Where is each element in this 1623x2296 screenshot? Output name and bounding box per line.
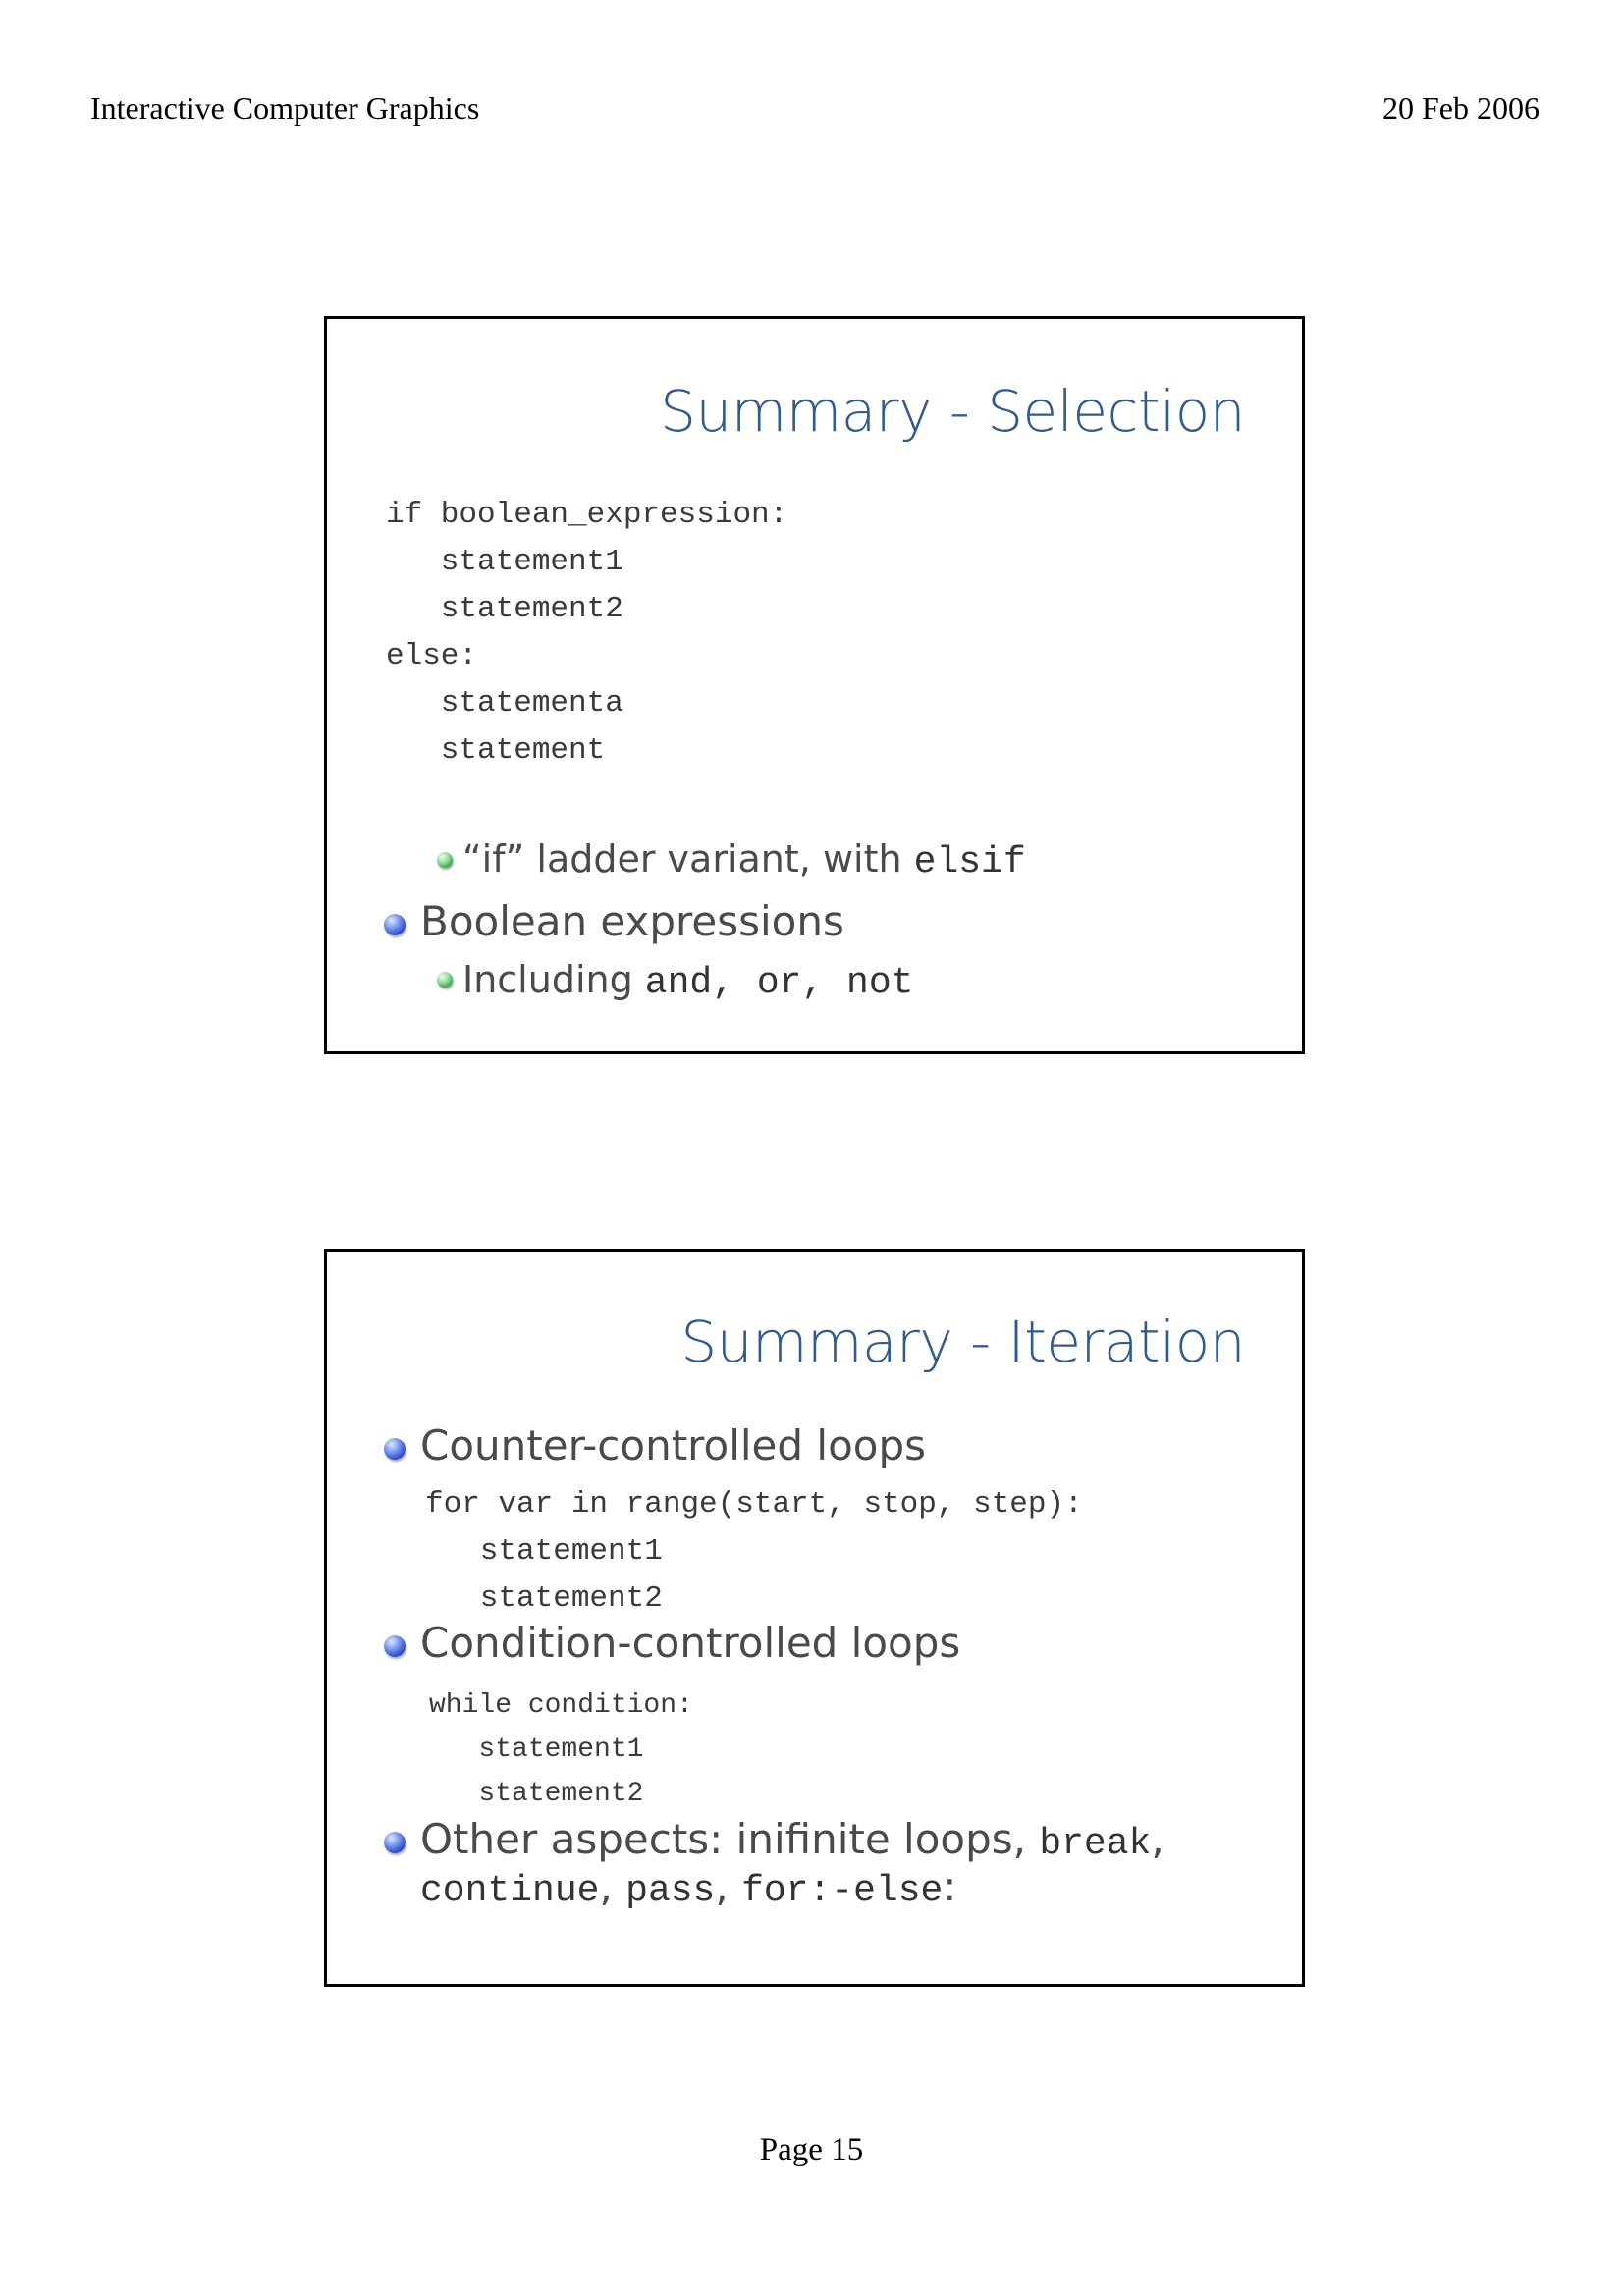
separator: , bbox=[599, 1862, 626, 1910]
code-line: statement1 bbox=[386, 545, 623, 579]
separator: : bbox=[943, 1862, 957, 1910]
header-title: Interactive Computer Graphics bbox=[90, 90, 480, 126]
inline-code: elsif bbox=[913, 841, 1026, 883]
separator: , bbox=[715, 1862, 742, 1910]
inline-code: for:-else bbox=[741, 1870, 944, 1912]
green-bullet-icon bbox=[437, 972, 453, 988]
bullet-boolean: Boolean expressions bbox=[420, 897, 844, 945]
code-line: statement2 bbox=[386, 592, 623, 626]
code-line: else: bbox=[386, 639, 478, 673]
bullet-other-aspects-line2: continue, pass, for:-else: bbox=[420, 1862, 956, 1912]
inline-code: and, or, not bbox=[644, 962, 914, 1004]
code-line: statement2 bbox=[429, 1779, 644, 1809]
sub-bullet-text: Including bbox=[462, 958, 645, 1001]
sub-bullet-including: Including and, or, not bbox=[462, 958, 913, 1004]
code-line: if boolean_expression: bbox=[386, 498, 788, 532]
inline-code: break bbox=[1039, 1823, 1152, 1865]
code-line: while condition: bbox=[429, 1690, 693, 1721]
slide-title: Summary - Selection bbox=[660, 378, 1245, 445]
code-line: statement2 bbox=[425, 1581, 663, 1616]
code-line: statementa bbox=[386, 686, 623, 721]
slide-selection: Summary - Selection if boolean_expressio… bbox=[324, 316, 1305, 1054]
blue-bullet-icon bbox=[384, 914, 406, 935]
code-line: statement1 bbox=[425, 1534, 663, 1569]
bullet-text: Other aspects: inifinite loops, bbox=[420, 1815, 1040, 1863]
inline-code: pass bbox=[625, 1870, 716, 1912]
inline-code: continue bbox=[420, 1870, 600, 1912]
bullet-counter-loops: Counter-controlled loops bbox=[420, 1421, 927, 1469]
sub-bullet-elsif: “if” ladder variant, with elsif bbox=[462, 837, 1026, 883]
code-line: for var in range(start, stop, step): bbox=[425, 1487, 1083, 1522]
code-line: statement1 bbox=[429, 1735, 644, 1765]
page-number: Page 15 bbox=[759, 2132, 864, 2167]
blue-bullet-icon bbox=[384, 1438, 406, 1460]
bullet-other-aspects-line1: Other aspects: inifinite loops, break, bbox=[420, 1815, 1164, 1865]
slide-title: Summary - Iteration bbox=[680, 1308, 1245, 1375]
blue-bullet-icon bbox=[384, 1635, 406, 1657]
blue-bullet-icon bbox=[384, 1832, 406, 1853]
bullet-condition-loops: Condition-controlled loops bbox=[420, 1619, 961, 1667]
sub-bullet-text: “if” ladder variant, with bbox=[462, 837, 914, 881]
separator: , bbox=[1151, 1815, 1164, 1863]
green-bullet-icon bbox=[437, 852, 453, 868]
header-date: 20 Feb 2006 bbox=[1382, 90, 1540, 126]
slide-iteration: Summary - Iteration Counter-controlled l… bbox=[324, 1249, 1305, 1987]
code-line: statement bbox=[386, 733, 606, 768]
